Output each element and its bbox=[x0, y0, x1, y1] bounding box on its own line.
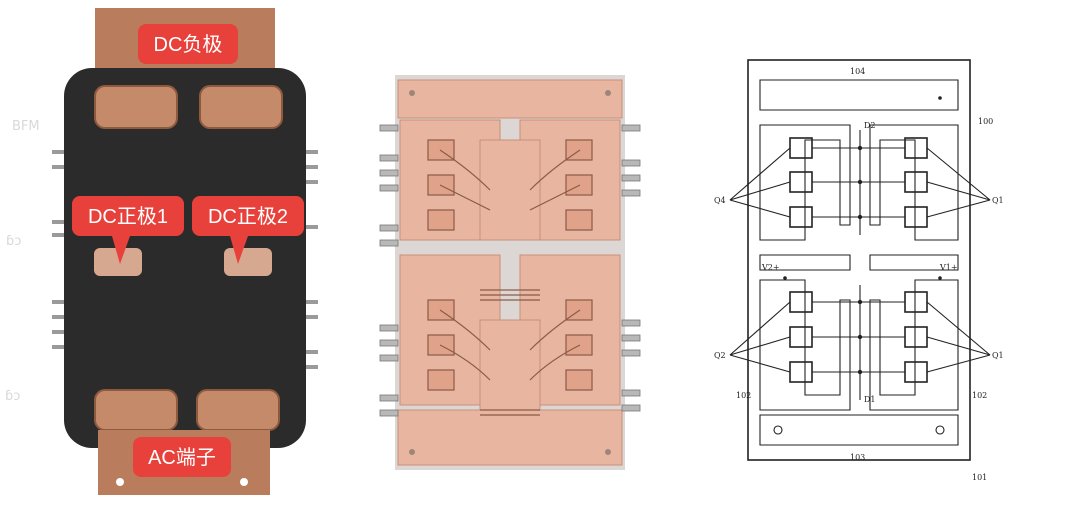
dc-positive-1-pad bbox=[94, 248, 142, 276]
ref-103: 103 bbox=[850, 453, 865, 462]
svg-text:ɓɔ: ɓɔ bbox=[5, 389, 20, 404]
label-d2: D2 bbox=[864, 121, 876, 130]
label-q1-lower: Q1 bbox=[992, 351, 1004, 360]
junction-dots bbox=[783, 96, 942, 375]
callout-dc-positive-2-label: DC正极2 bbox=[208, 205, 288, 228]
ref-101: 101 bbox=[972, 473, 987, 482]
upper-left-island bbox=[759, 124, 851, 241]
label-v1: V1+ bbox=[939, 263, 958, 272]
ref-102-right: 102 bbox=[972, 391, 987, 400]
callout-dc-negative: DC负极 bbox=[138, 24, 238, 64]
outer-frame bbox=[747, 59, 971, 461]
callout-dc-positive-1: DC正极1 bbox=[72, 196, 184, 264]
substrate-render bbox=[379, 75, 641, 470]
ac-tab-hole-right bbox=[240, 478, 248, 486]
bottom-hole-left bbox=[773, 425, 783, 435]
substrate-render-panel bbox=[340, 0, 700, 515]
svg-text:ɓɔ: ɓɔ bbox=[6, 234, 21, 249]
svg-text:BFM: BFM bbox=[12, 119, 40, 134]
schematic-panel: Q1 Q1 Q2 Q4 D2 D1 V1+ V2+ 100 101 102 10… bbox=[700, 0, 1080, 515]
upper-right-island bbox=[869, 124, 959, 241]
dc-positive-2-pad bbox=[224, 248, 272, 276]
ref-102-left: 102 bbox=[736, 391, 751, 400]
bottom-hole-right bbox=[935, 425, 945, 435]
top-right-terminal bbox=[199, 85, 283, 129]
callout-dc-positive-1-label: DC正极1 bbox=[88, 205, 168, 228]
mounting-holes bbox=[409, 90, 611, 455]
callout-ac-terminal-label: AC端子 bbox=[148, 446, 216, 469]
label-q2: Q2 bbox=[714, 351, 726, 360]
bottom-left-terminal bbox=[94, 389, 178, 431]
wire-bonds bbox=[439, 149, 581, 416]
label-q4: Q4 bbox=[714, 196, 726, 205]
label-q1-upper: Q1 bbox=[992, 196, 1004, 205]
module-photo: BFM ɓɔ 10. 245. ɓɔ 10. 245. bbox=[5, 8, 318, 495]
side-pins bbox=[52, 150, 318, 369]
label-d1: D1 bbox=[864, 395, 876, 404]
switch-devices bbox=[789, 137, 928, 383]
copper-traces bbox=[397, 79, 623, 466]
lower-right-island bbox=[869, 279, 959, 411]
mid-right-bar bbox=[869, 254, 959, 271]
label-v2: V2+ bbox=[761, 263, 780, 272]
ref-104: 104 bbox=[850, 67, 865, 76]
callout-dc-positive-2: DC正极2 bbox=[192, 196, 304, 264]
bottom-right-terminal bbox=[196, 389, 280, 431]
ref-100: 100 bbox=[978, 117, 993, 126]
module-photo-panel: BFM ɓɔ 10. 245. ɓɔ 10. 245. bbox=[0, 0, 340, 515]
signal-pins bbox=[379, 124, 641, 417]
ac-tab-hole-left bbox=[116, 478, 124, 486]
top-bar bbox=[759, 79, 959, 111]
top-left-terminal bbox=[94, 85, 178, 129]
callout-dc-negative-label: DC负极 bbox=[154, 33, 223, 56]
callout-ac-terminal: AC端子 bbox=[133, 437, 231, 477]
mid-left-bar bbox=[759, 254, 851, 271]
module-body bbox=[64, 68, 306, 448]
lower-left-island bbox=[759, 279, 851, 411]
bottom-bar bbox=[759, 414, 959, 446]
schematic-drawing: Q1 Q1 Q2 Q4 D2 D1 V1+ V2+ 100 101 102 10… bbox=[714, 59, 1004, 482]
